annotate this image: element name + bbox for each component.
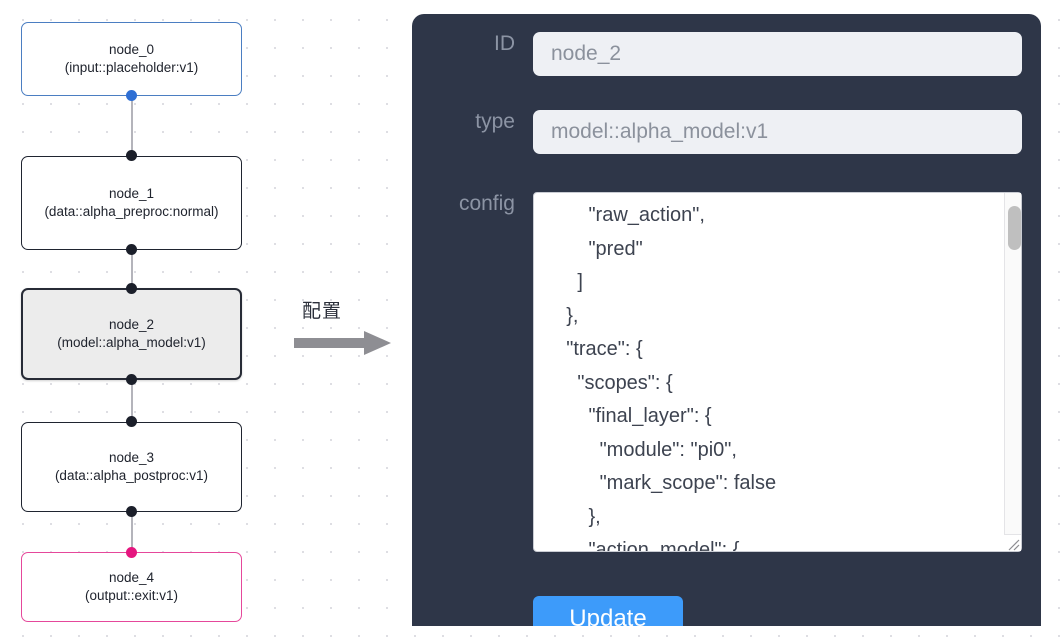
node-title: node_2 [108,317,155,332]
node-subtitle: (input::placeholder:v1) [64,60,199,75]
type-input[interactable] [533,110,1022,154]
resize-handle-icon[interactable] [1004,534,1021,551]
field-row-id: ID [425,32,1022,76]
graph-node-node_3[interactable]: node_3 (data::alpha_postproc:v1) [21,422,242,512]
config-textarea-wrapper: "raw_action", "pred" ] }, "trace": { "sc… [533,192,1022,552]
config-field-label: config [458,192,515,215]
node1-output-handle[interactable] [126,244,137,255]
node3-output-handle[interactable] [126,506,137,517]
config-scrollbar-thumb[interactable] [1008,206,1021,250]
graph-node-node_0[interactable]: node_0 (input::placeholder:v1) [21,22,242,96]
node-subtitle: (data::alpha_postproc:v1) [54,468,209,483]
config-textarea[interactable]: "raw_action", "pred" ] }, "trace": { "sc… [533,192,1022,552]
node-subtitle: (data::alpha_preproc:normal) [44,204,219,219]
node3-input-handle[interactable] [126,416,137,427]
config-scrollbar[interactable] [1004,193,1021,551]
update-button[interactable]: Update [533,596,683,626]
node-subtitle: (model::alpha_model:v1) [57,335,206,350]
annotation-label: 配置 [302,300,343,322]
node1-input-handle[interactable] [126,150,137,161]
edge-node1-node2 [130,249,133,288]
graph-node-node_2[interactable]: node_2 (model::alpha_model:v1) [21,288,242,380]
node-config-panel: ID type config "raw_action", "pred" ] },… [412,14,1041,626]
graph-node-node_4[interactable]: node_4 (output::exit:v1) [21,552,242,622]
config-annotation: 配置 [292,296,396,358]
id-input[interactable] [533,32,1022,76]
node4-input-handle[interactable] [126,547,137,558]
node-title: node_3 [108,450,155,465]
field-row-type: type [425,110,1022,154]
node-title: node_4 [108,570,155,585]
node2-output-handle[interactable] [126,374,137,385]
node-title: node_0 [108,42,155,57]
node0-output-handle[interactable] [126,90,137,101]
type-field-label: type [475,110,515,133]
node-subtitle: (output::exit:v1) [84,588,179,603]
edge-node0-node1 [130,95,133,155]
id-field-label: ID [494,32,515,55]
node2-input-handle[interactable] [126,283,137,294]
edge-node3-node4 [130,511,133,552]
field-row-config: config "raw_action", "pred" ] }, "trace"… [425,192,1022,552]
arrow-right-icon [294,331,391,355]
edge-node2-node3 [130,379,133,421]
node-title: node_1 [108,186,155,201]
graph-node-node_1[interactable]: node_1 (data::alpha_preproc:normal) [21,156,242,250]
graph-canvas[interactable]: node_0 (input::placeholder:v1) node_1 (d… [0,0,290,643]
